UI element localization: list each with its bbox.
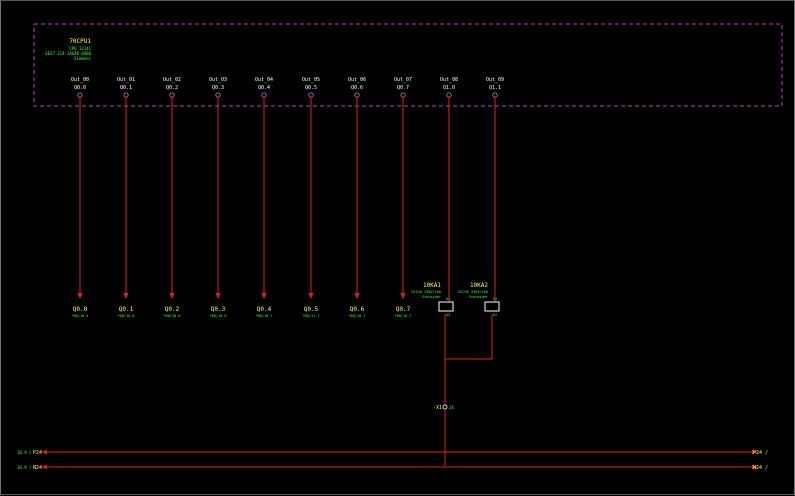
xref-note: *6D/10.7 — [349, 314, 366, 318]
xref-address: Q0.2 — [165, 306, 180, 313]
plc-module-box — [33, 23, 783, 107]
relay-maker: Schneider — [469, 295, 488, 299]
rail-label-right: N24 / — [753, 465, 768, 471]
plc-desc-1: CPU 1214C — [69, 46, 91, 51]
wire-arrow — [308, 293, 314, 299]
plc-desc-2: 6ES7 214-1AG40-0XB0 — [45, 51, 91, 56]
wire-arrow — [261, 293, 267, 299]
relay-wiring — [444, 314, 493, 467]
output-terminal — [215, 92, 221, 98]
wire-arrow — [169, 293, 175, 299]
output-name: Out_06 — [348, 77, 366, 83]
terminal-circle — [442, 404, 448, 410]
output-terminal — [446, 92, 452, 98]
terminal-x1[interactable]: -X1 24 — [433, 404, 454, 411]
output-address: Q0.5 — [305, 85, 317, 91]
rail-label-left: P24 — [33, 450, 42, 456]
xref-address: Q0.6 — [350, 306, 365, 313]
relay-spec: DC24V 230V/10A — [411, 290, 441, 294]
wire-arrow — [77, 293, 83, 299]
xref-address: Q0.5 — [304, 306, 319, 313]
output-terminal — [169, 92, 175, 98]
output-name: Out_00 — [71, 77, 89, 83]
output-name: Out_01 — [117, 77, 135, 83]
xref-note: *6D/10.7 — [256, 314, 273, 318]
rail-p24[interactable]: 10.9 / P24 P24 / — [17, 449, 768, 457]
wire-arrow — [215, 293, 221, 299]
xref-note: *6D/10.7 — [395, 314, 412, 318]
relay-10ka1[interactable]: 10KA1 DC24V 230V/10A Schneider A1 A2 — [411, 282, 454, 317]
output-name: Out_04 — [255, 77, 273, 83]
output-address: Q1.0 — [443, 85, 455, 91]
output-terminal — [400, 92, 406, 98]
wire-arrow — [400, 293, 406, 299]
output-address: Q0.3 — [212, 85, 224, 91]
xref-note: *6D/10.6 — [118, 314, 135, 318]
plc-desc-3: Siemens — [74, 56, 91, 61]
rail-ref: 10.9 / — [17, 450, 32, 455]
relay-pin-a2: A2 — [446, 313, 450, 317]
output-terminal — [261, 92, 267, 98]
xref-address: Q0.0 — [73, 306, 88, 313]
output-terminal — [123, 92, 129, 98]
xref-address: Q0.1 — [119, 306, 134, 313]
rail-label-left: N24 — [33, 465, 42, 471]
xref-note: *6D/10.6 — [164, 314, 181, 318]
relay-pin-a2: A2 — [493, 313, 497, 317]
terminal-tag: -X1 — [433, 405, 442, 411]
outputs-layer: Out_00Q0.0Q0.0*6D/10.4Out_01Q0.1Q0.1*6D/… — [71, 77, 504, 318]
relay-coil — [438, 301, 454, 312]
relay-maker: Schneider — [422, 295, 441, 299]
relay-tag: 10KA2 — [470, 282, 488, 289]
output-address: Q0.7 — [397, 85, 409, 91]
output-address: Q1.1 — [489, 85, 501, 91]
rail-n24[interactable]: 10.9 / N24 N24 / — [17, 464, 768, 472]
xref-address: Q0.7 — [396, 306, 411, 313]
wire-arrow — [123, 293, 129, 299]
output-address: Q0.2 — [166, 85, 178, 91]
output-name: Out_08 — [440, 77, 458, 83]
xref-address: Q0.3 — [211, 306, 226, 313]
xref-note: *6D/10.4 — [72, 314, 89, 318]
rail-ref: 10.9 / — [17, 465, 32, 470]
wire-arrow — [354, 293, 360, 299]
output-address: Q0.0 — [74, 85, 86, 91]
output-name: Out_07 — [394, 77, 412, 83]
output-address: Q0.4 — [258, 85, 270, 91]
output-terminal — [308, 92, 314, 98]
relay-tag: 10KA1 — [423, 282, 441, 289]
output-terminal — [77, 92, 83, 98]
output-terminal — [354, 92, 360, 98]
output-name: Out_02 — [163, 77, 181, 83]
output-name: Out_03 — [209, 77, 227, 83]
relay-pin-a1: A1 — [446, 297, 450, 301]
xref-note: *6D/11.7 — [303, 314, 320, 318]
output-address: Q0.6 — [351, 85, 363, 91]
plc-tag: 70CPU1 — [69, 38, 91, 45]
xref-note: *6D/10.6 — [210, 314, 227, 318]
rail-label-right: P24 / — [753, 450, 768, 456]
xref-address: Q0.4 — [257, 306, 272, 313]
output-address: Q0.1 — [120, 85, 132, 91]
relay-pin-a1: A1 — [493, 297, 497, 301]
output-name: Out_09 — [486, 77, 504, 83]
output-terminal — [492, 92, 498, 98]
relay-coil — [484, 301, 500, 312]
relay-spec: DC24V 230V/10A — [458, 290, 488, 294]
output-name: Out_05 — [302, 77, 320, 83]
relay-10ka2[interactable]: 10KA2 DC24V 230V/10A Schneider A1 A2 — [458, 282, 500, 317]
terminal-pin: 24 — [449, 405, 454, 410]
